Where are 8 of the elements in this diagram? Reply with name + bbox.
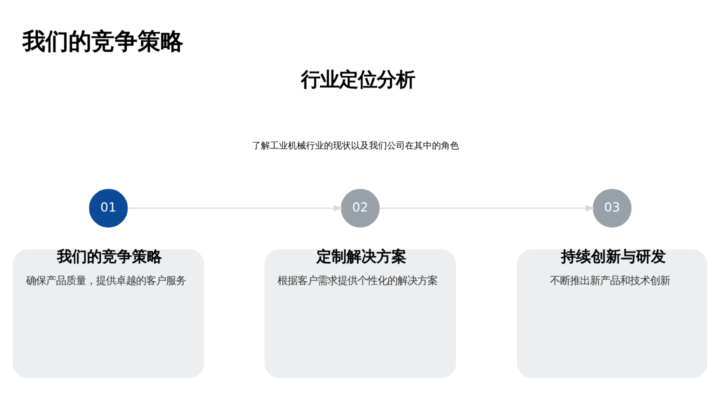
- node-circle: 03: [592, 188, 632, 228]
- node-circle: 02: [340, 188, 380, 228]
- arrow: [128, 204, 343, 211]
- diagram-title: 我们的竞争策略: [22, 28, 184, 55]
- label: 了解工业机械行业的现状以及我们公司在其中的角色: [252, 140, 460, 151]
- node-circle: 01: [89, 188, 128, 228]
- label: 行业定位分析: [301, 67, 416, 90]
- arrow: [379, 204, 595, 211]
